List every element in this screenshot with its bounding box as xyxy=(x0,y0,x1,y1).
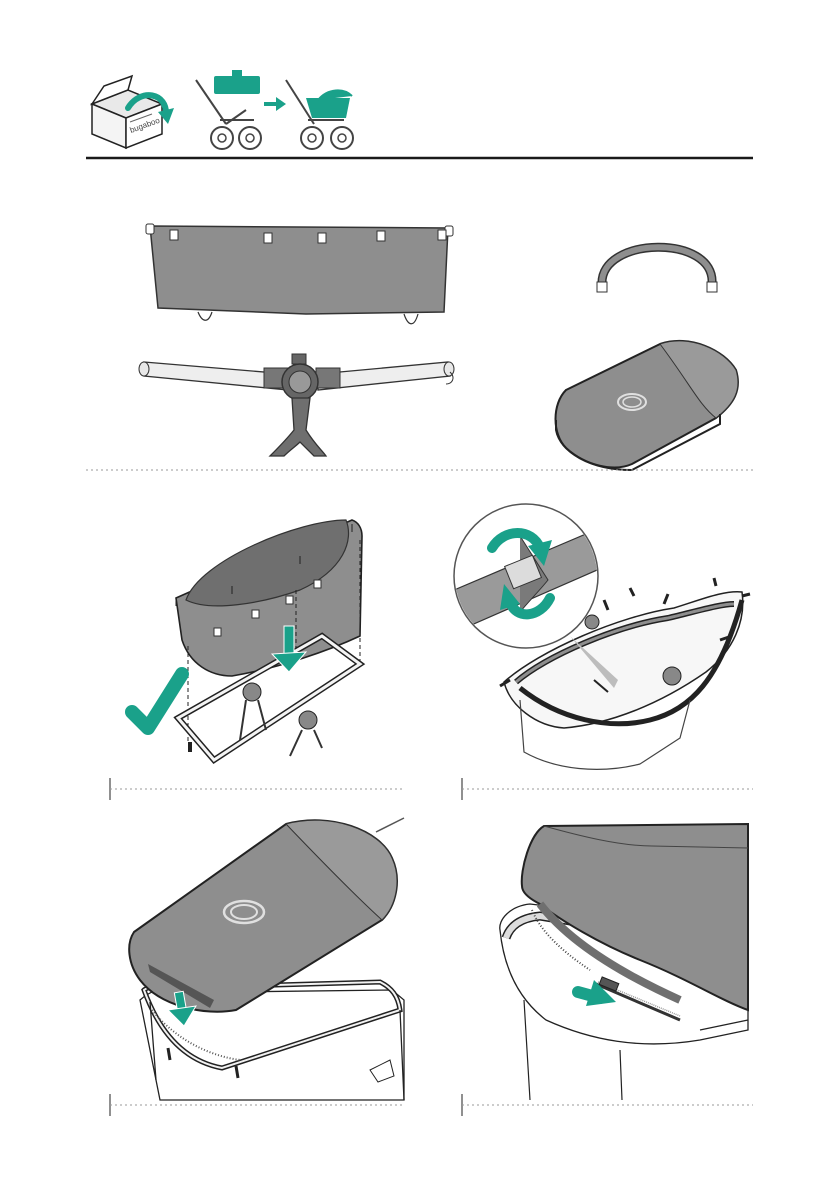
apron-cover xyxy=(556,341,738,470)
checkmark-icon xyxy=(132,674,182,728)
unbox-icon: bugaboo xyxy=(92,76,174,148)
step-attach-fabric xyxy=(176,520,362,760)
stroller-frame-icon xyxy=(196,70,261,149)
step-zip-apron xyxy=(500,824,748,1100)
bassinet-frame xyxy=(139,354,454,456)
stroller-with-bassinet-icon xyxy=(286,80,353,149)
canopy-arc xyxy=(597,247,717,292)
arrow-right-icon xyxy=(264,97,286,111)
bassinet-fabric xyxy=(146,224,453,324)
step-footer-row-1 xyxy=(110,778,753,800)
step-place-apron xyxy=(129,818,404,1100)
